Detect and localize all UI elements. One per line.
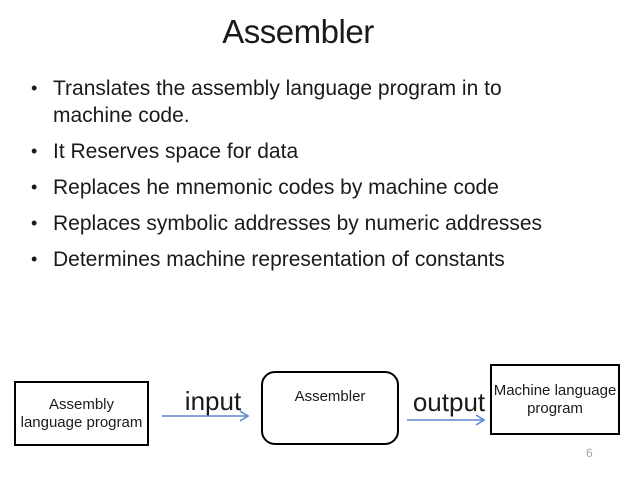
bullet-glyph: • [31,213,38,233]
node-label-line: Assembler [294,388,366,405]
node-label-line: program [527,399,583,417]
bullet-glyph: • [31,177,38,197]
node-label-line: Assembly [48,395,115,413]
bullet-item: • Translates the assembly language progr… [31,75,576,129]
bullet-list: • Translates the assembly language progr… [31,75,576,282]
bullet-glyph: • [31,141,38,161]
node-assembler: Assembler [261,371,399,445]
bullet-item: • Replaces symbolic addresses by numeric… [31,210,576,237]
slide-title: Assembler [222,13,374,50]
bullet-item: • It Reserves space for data [31,138,576,165]
bullet-text: Replaces symbolic addresses by numeric a… [53,212,543,235]
node-label-line: language program [20,413,143,431]
page-number: 6 [586,446,593,460]
output-arrow-icon [407,414,486,426]
bullet-glyph: • [31,249,38,269]
input-label: input [184,386,242,416]
bullet-text: Translates the assembly language program… [53,77,502,127]
node-machine-language-program: Machine language program [490,364,620,435]
bullet-item: • Replaces he mnemonic codes by machine … [31,174,576,201]
bullet-text: It Reserves space for data [53,140,299,163]
bullet-item: • Determines machine representation of c… [31,246,576,273]
input-arrow-icon [162,410,250,422]
bullet-text: Determines machine representation of con… [53,248,505,271]
bullet-text: Replaces he mnemonic codes by machine co… [53,176,499,199]
bullet-glyph: • [31,78,38,98]
node-assembly-language-program: Assembly language program [14,381,149,446]
node-label-line: Machine language [493,381,617,399]
output-label: output [412,387,486,417]
